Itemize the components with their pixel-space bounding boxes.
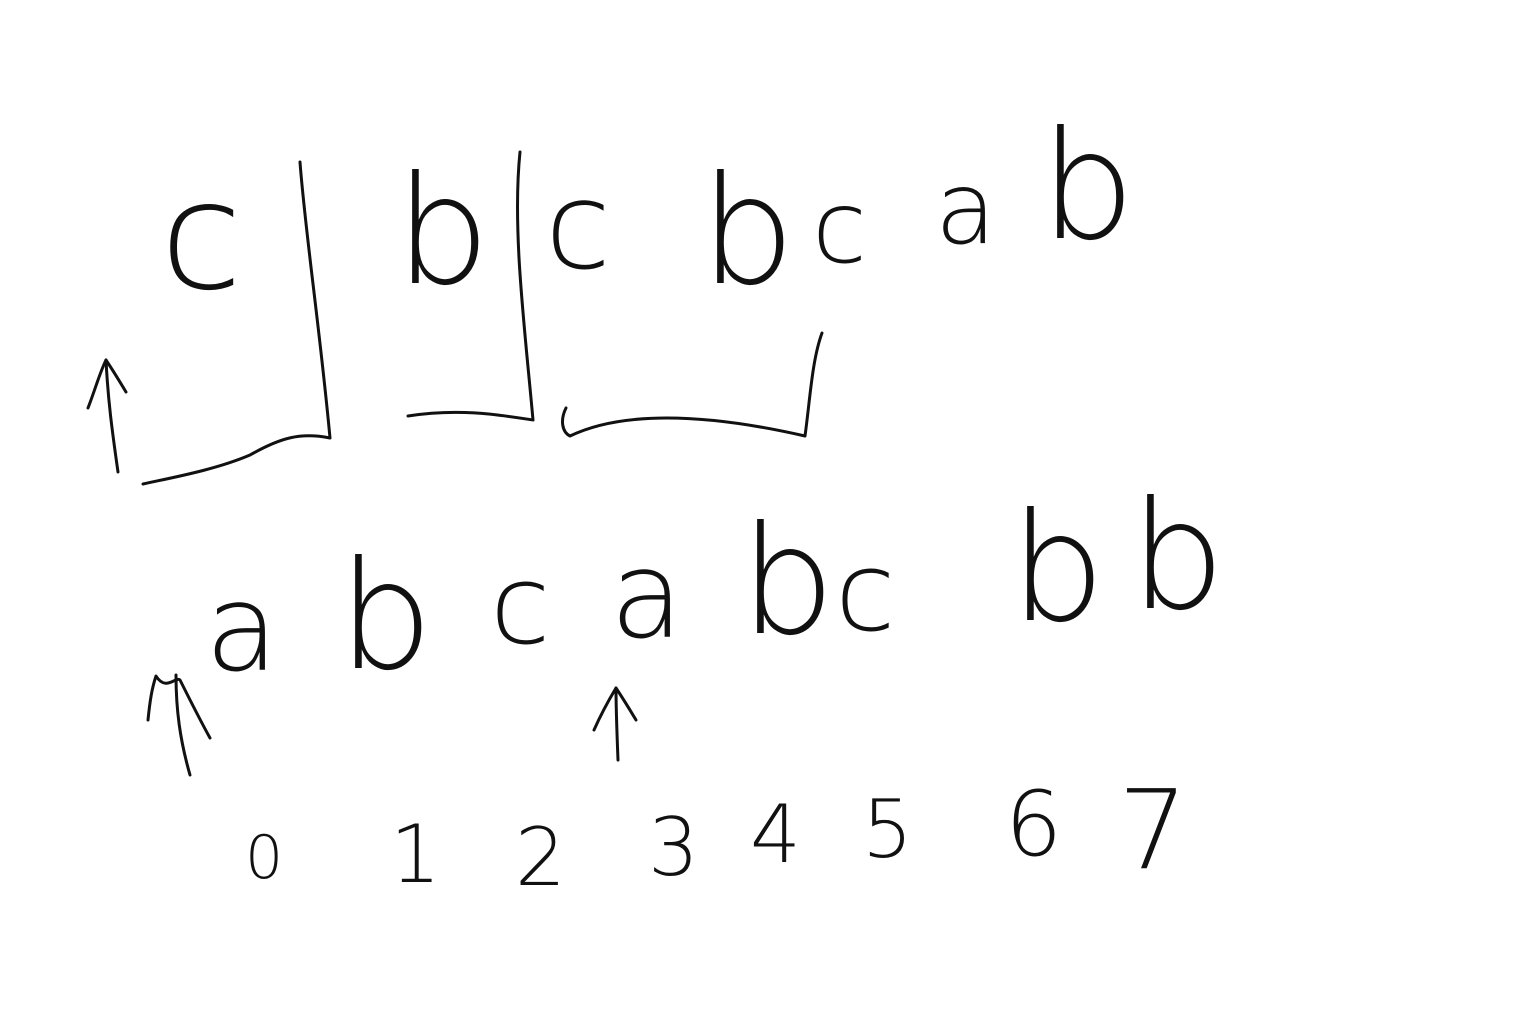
middle-char-2: c [490,541,550,669]
up-arrow-icon [86,358,128,474]
index-digit-2: 2 [515,811,566,904]
index-digit-0: 0 [245,823,283,893]
top-char-2: c [545,158,611,297]
bracket-stroke-1 [141,160,332,486]
up-arrow-icon [592,686,638,762]
bracket-stroke-2 [406,150,535,422]
index-digit-3: 3 [648,801,699,894]
top-char-5: a [935,150,996,267]
index-digit-4: 4 [750,788,801,881]
top-char-6: b [1040,100,1135,274]
middle-char-4: b [740,495,835,669]
index-digit-6: 6 [1005,772,1062,877]
up-arrow-icon [146,673,212,777]
index-digit-1: 1 [390,808,441,901]
index-row: 0 1 2 3 4 5 6 7 [245,766,1188,904]
middle-char-6: b [1010,482,1105,656]
middle-char-3: a [610,527,684,666]
top-char-3: b [700,145,795,319]
middle-char-5: c [835,528,895,656]
index-digit-7: 7 [1118,766,1188,894]
middle-char-7: b [1130,470,1225,644]
top-row: c b c b c a b [160,100,1135,324]
top-char-4: c [812,169,867,286]
top-char-1: b [395,145,490,319]
bracket-stroke-3 [561,331,824,438]
middle-row: a b c a b c b b [205,470,1225,704]
top-char-0: c [160,150,242,324]
middle-char-0: a [205,560,279,699]
index-digit-5: 5 [862,783,913,876]
middle-char-1: b [338,530,433,704]
top-row-brackets [86,150,824,486]
